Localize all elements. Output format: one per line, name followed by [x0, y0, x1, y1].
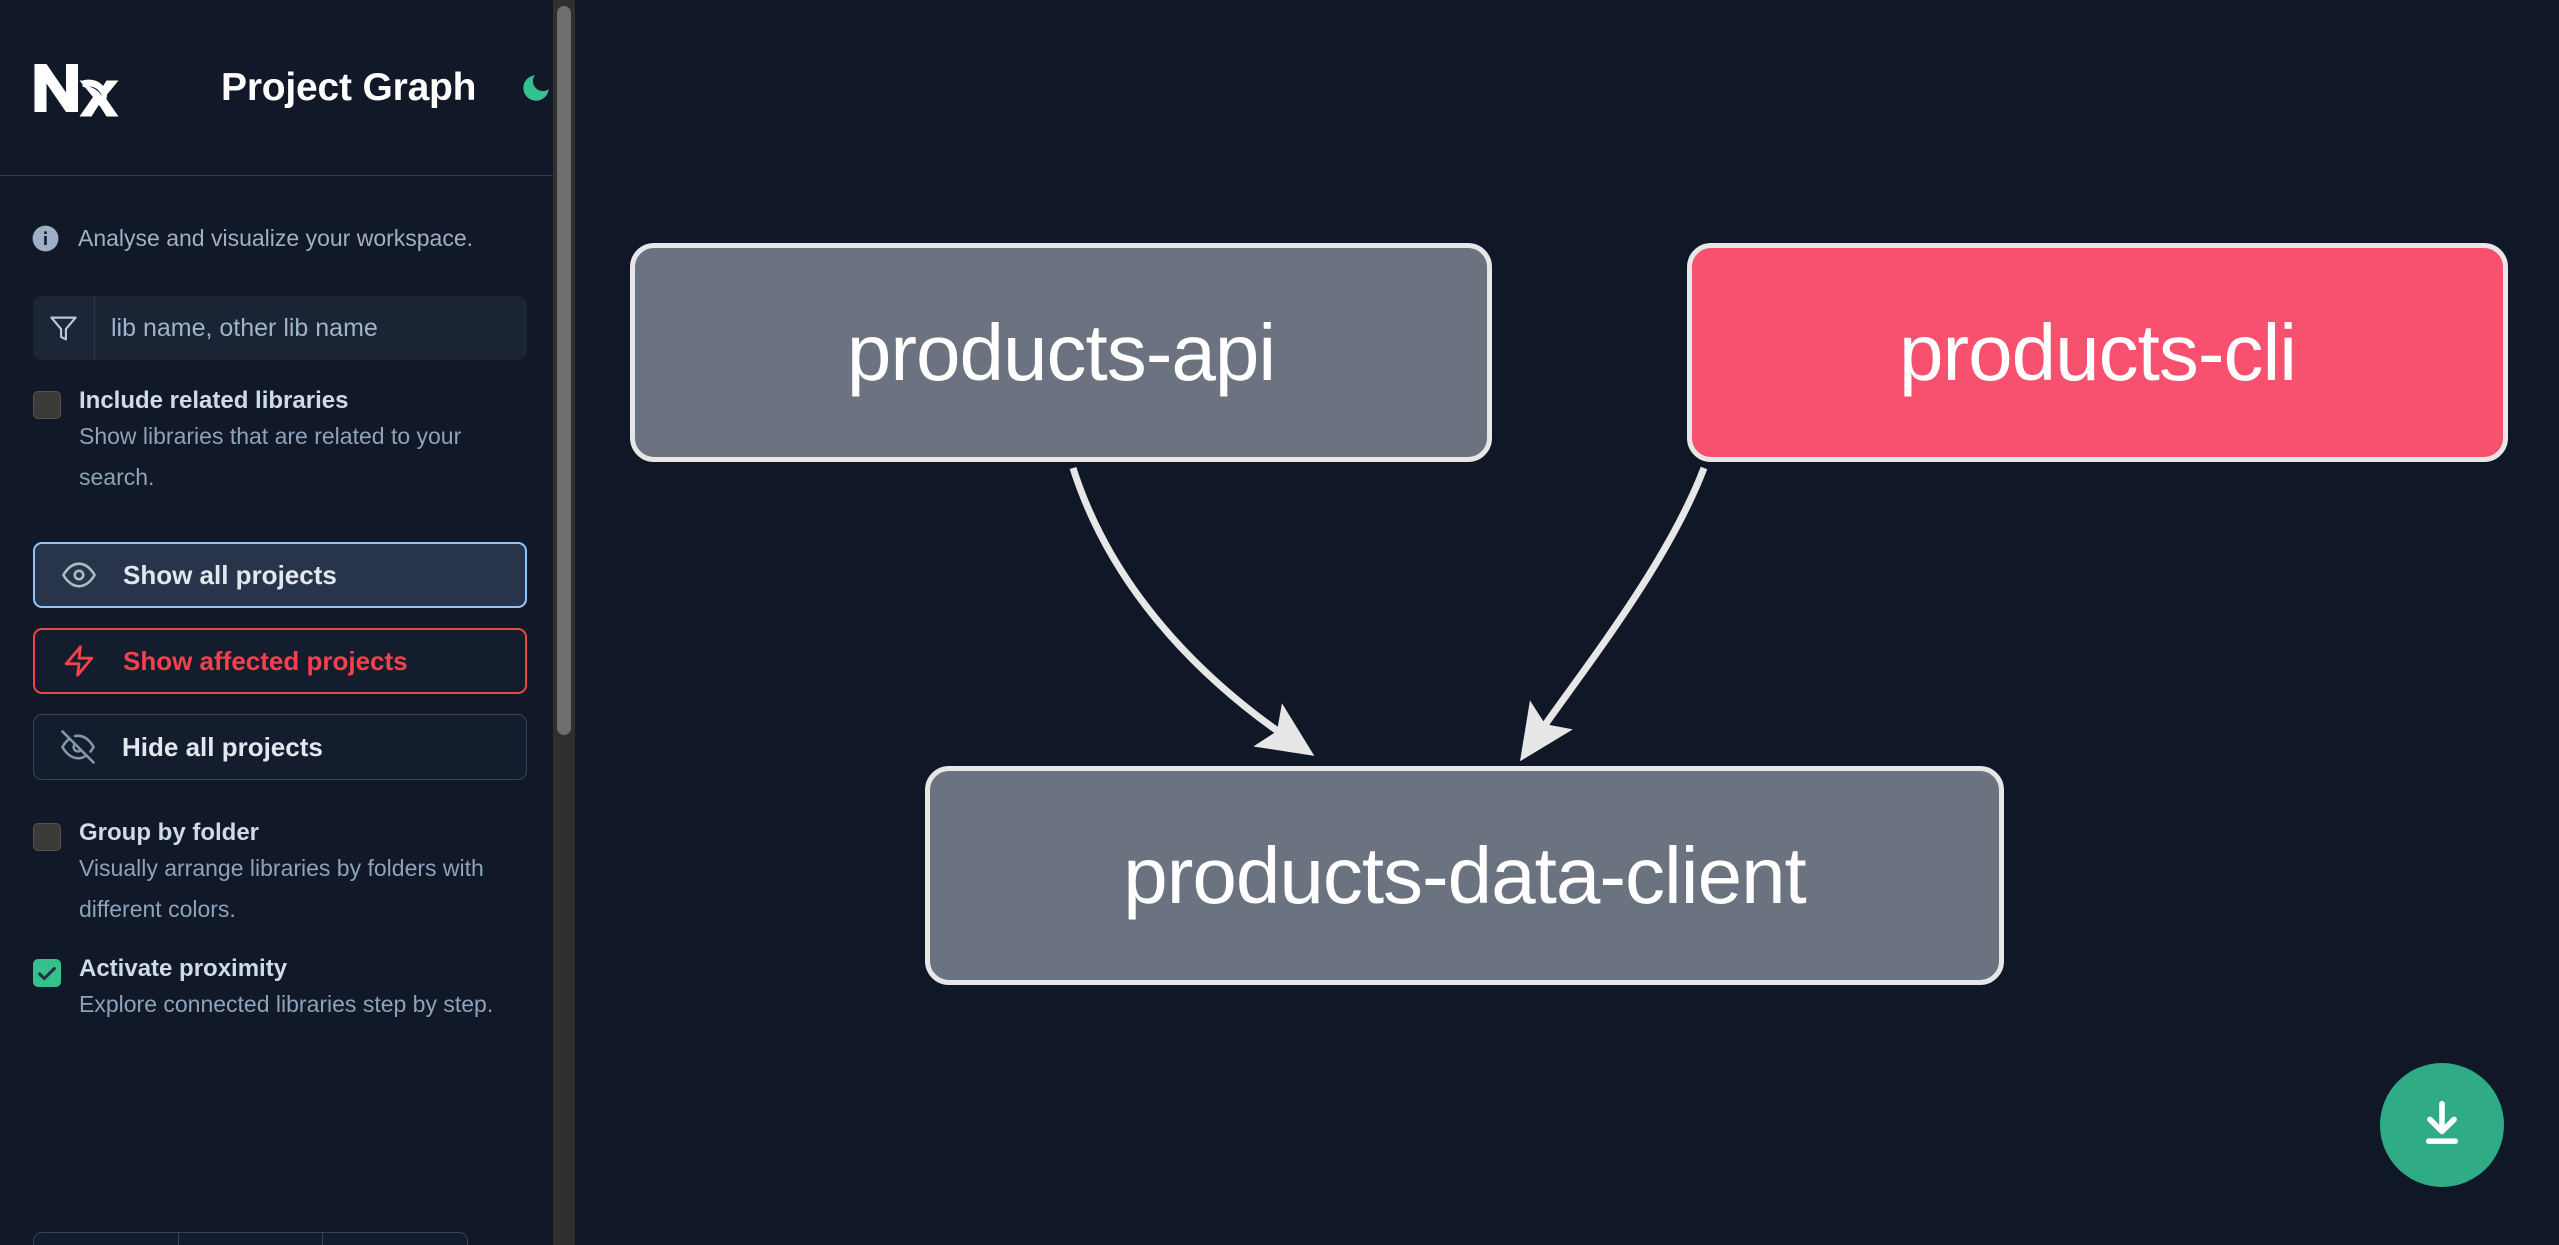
hide-all-projects-label: Hide all projects: [122, 731, 323, 762]
option-description: Visually arrange libraries by folders wi…: [79, 855, 484, 922]
option-label: Activate proximity: [79, 955, 288, 982]
graph-node-products-api[interactable]: products-api: [630, 243, 1492, 462]
sidebar: Project Graph Analyse and visualize yo: [0, 0, 575, 1245]
graph-edges: [1069, 466, 1708, 762]
sidebar-scrollbar-thumb[interactable]: [557, 6, 571, 735]
graph-node-label: products-data-client: [1123, 830, 1807, 920]
bottom-group-segment-2[interactable]: [179, 1233, 324, 1245]
page-title: Project Graph: [221, 65, 477, 109]
option-activate-proximity[interactable]: Activate proximity Explore connected lib…: [0, 954, 560, 1025]
option-include-related-libraries[interactable]: Include related libraries Show libraries…: [0, 386, 560, 498]
option-description: Show libraries that are related to your …: [79, 423, 462, 490]
graph-node-products-data-client[interactable]: products-data-client: [925, 766, 2004, 985]
show-all-projects-button[interactable]: Show all projects: [33, 542, 527, 608]
show-affected-projects-label: Show affected projects: [123, 645, 408, 676]
project-action-buttons: Show all projects Show affected projects: [0, 542, 560, 780]
lightning-bolt-icon: [61, 643, 97, 679]
bottom-group-segment-1[interactable]: [34, 1233, 179, 1245]
edge-products-api-to-data-client: [1069, 466, 1315, 756]
hide-all-projects-button[interactable]: Hide all projects: [33, 714, 527, 780]
eye-icon: [61, 557, 97, 593]
download-icon: [2413, 1094, 2471, 1157]
option-label: Group by folder: [79, 819, 259, 846]
filter-icon: [33, 296, 95, 360]
search-box[interactable]: [33, 296, 527, 360]
workspace-info: Analyse and visualize your workspace.: [0, 176, 560, 268]
option-label: Include related libraries: [79, 387, 349, 414]
graph-node-label: products-api: [846, 307, 1276, 397]
workspace-info-text: Analyse and visualize your workspace.: [78, 224, 474, 251]
graph-node-products-cli[interactable]: products-cli: [1687, 243, 2508, 462]
option-group-by-folder[interactable]: Group by folder Visually arrange librari…: [0, 818, 560, 930]
graph-node-label: products-cli: [1898, 307, 2297, 397]
edge-products-cli-to-data-client: [1520, 466, 1708, 762]
checkbox-include-related-libraries[interactable]: [33, 391, 61, 419]
checkbox-activate-proximity[interactable]: [33, 959, 61, 987]
eye-off-icon: [60, 729, 96, 765]
search-input[interactable]: [95, 296, 527, 360]
bottom-button-group[interactable]: [33, 1232, 468, 1245]
show-all-projects-label: Show all projects: [123, 559, 337, 590]
bottom-group-segment-3[interactable]: [323, 1233, 467, 1245]
sidebar-header: Project Graph: [0, 0, 560, 176]
download-graph-button[interactable]: [2380, 1063, 2504, 1187]
moon-icon[interactable]: [514, 66, 558, 110]
sidebar-scrollbar-track[interactable]: [553, 0, 575, 1245]
checkbox-group-by-folder[interactable]: [33, 823, 61, 851]
show-affected-projects-button[interactable]: Show affected projects: [33, 628, 527, 694]
nx-logo-icon: [33, 57, 123, 119]
info-circle-icon: [30, 223, 61, 254]
project-graph-canvas[interactable]: products-api products-cli products-data-…: [575, 0, 2559, 1245]
option-description: Explore connected libraries step by step…: [79, 991, 494, 1017]
